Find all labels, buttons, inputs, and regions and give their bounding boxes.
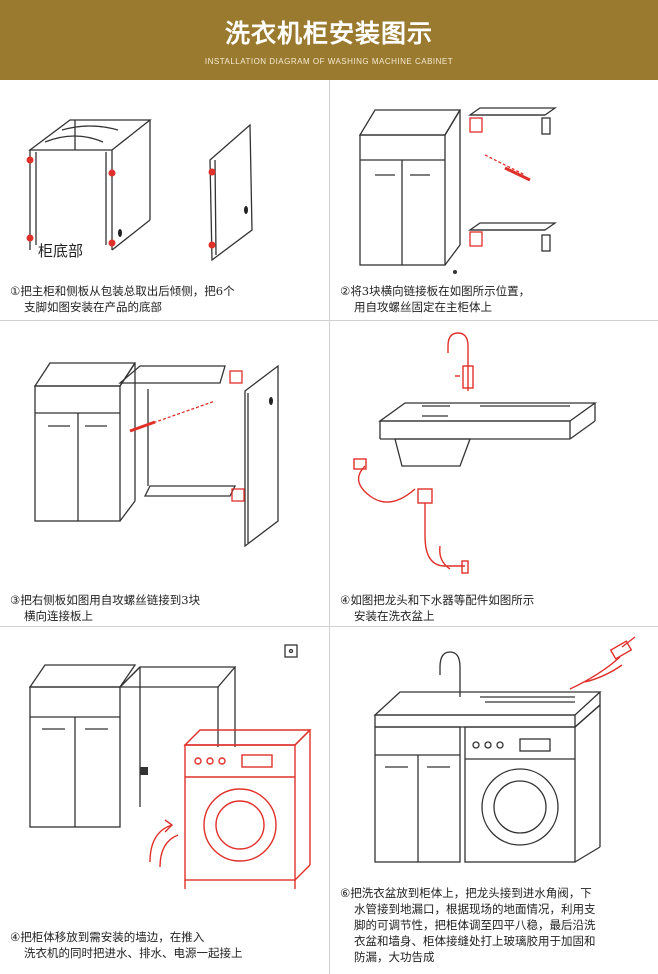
step-6-line-3: 脚的可调节性，把柜体调至四平八稳，最后沿洗 <box>354 918 596 932</box>
step-2-illustration <box>358 107 558 274</box>
step-4-line-1: 如图把龙头和下水器等配件如图所示 <box>350 593 535 607</box>
step-5-panel: ④把柜体移放到需安装的墙边，在推入 洗衣机的同时把进水、排水、电源一起接上 <box>0 627 329 974</box>
step-4-illustration <box>353 332 598 574</box>
step-3-caption: ③把右侧板如图用自攻螺丝链接到3块 横向连接板上 <box>10 592 200 624</box>
step-3-panel: ③把右侧板如图用自攻螺丝链接到3块 横向连接板上 <box>0 321 329 626</box>
step-3-number: ③ <box>10 593 21 607</box>
step-1-number: ① <box>10 284 21 298</box>
step-3-line-1: 把右侧板如图用自攻螺丝链接到3块 <box>20 593 201 607</box>
step-6-panel: ⑥把洗衣盆放到柜体上，把龙头接到进水角阀，下 水管接到地漏口，根据现场的地面情况… <box>330 627 658 974</box>
step-6-illustration <box>373 636 636 863</box>
page-title: 洗衣机柜安装图示 <box>224 19 433 48</box>
page-header: 洗衣机柜安装图示 INSTALLATION DIAGRAM OF WASHING… <box>0 0 658 80</box>
step-6-line-2: 水管接到地漏口，根据现场的地面情况，利用支 <box>354 902 596 916</box>
row-divider-1 <box>0 320 658 321</box>
step-4-number: ④ <box>340 593 351 607</box>
center-divider <box>329 80 330 974</box>
step-4-caption: ④如图把龙头和下水器等配件如图所示 安装在洗衣盆上 <box>340 592 534 624</box>
step-5-illustration <box>28 644 312 889</box>
page-subtitle: INSTALLATION DIAGRAM OF WASHING MACHINE … <box>204 57 454 66</box>
step-1-panel: 柜底部 ①把主柜和侧板从包装总取出后倾侧，把6个 支脚如图安装在产品的底部 <box>0 80 329 320</box>
row-divider-2 <box>0 626 658 627</box>
step-1-line-2: 支脚如图安装在产品的底部 <box>24 300 162 314</box>
cabinet-base-label: 柜底部 <box>38 242 84 260</box>
step-2-line-1: 将3块横向链接板在如图所示位置， <box>350 284 531 298</box>
step-6-caption: ⑥把洗衣盆放到柜体上，把龙头接到进水角阀，下 水管接到地漏口，根据现场的地面情况… <box>340 885 596 965</box>
step-4-line-2: 安装在洗衣盆上 <box>354 609 435 623</box>
step-3-illustration <box>33 362 279 548</box>
step-5-number: ④ <box>10 930 21 944</box>
step-2-panel: ②将3块横向链接板在如图所示位置， 用自攻螺丝固定在主柜体上 <box>330 80 658 320</box>
step-2-caption: ②将3块横向链接板在如图所示位置， 用自攻螺丝固定在主柜体上 <box>340 283 530 315</box>
step-2-line-2: 用自攻螺丝固定在主柜体上 <box>354 300 492 314</box>
step-2-number: ② <box>340 284 351 298</box>
step-5-line-1: 把柜体移放到需安装的墙边，在推入 <box>20 930 205 944</box>
step-4-panel: ④如图把龙头和下水器等配件如图所示 安装在洗衣盆上 <box>330 321 658 626</box>
step-3-line-2: 横向连接板上 <box>24 609 93 623</box>
step-6-line-1: 把洗衣盆放到柜体上，把龙头接到进水角阀，下 <box>350 886 592 900</box>
step-6-number: ⑥ <box>340 886 351 900</box>
step-1-caption: ①把主柜和侧板从包装总取出后倾侧，把6个 支脚如图安装在产品的底部 <box>10 283 235 315</box>
step-1-line-1: 把主柜和侧板从包装总取出后倾侧，把6个 <box>20 284 235 298</box>
step-5-caption: ④把柜体移放到需安装的墙边，在推入 洗衣机的同时把进水、排水、电源一起接上 <box>10 929 243 961</box>
step-6-line-4: 衣盆和墙身、柜体接缝处打上玻璃胶用于加固和 <box>354 934 596 948</box>
step-6-line-5: 防漏，大功告成 <box>354 950 435 964</box>
step-1-illustration <box>26 119 253 262</box>
step-5-line-2: 洗衣机的同时把进水、排水、电源一起接上 <box>24 946 243 960</box>
